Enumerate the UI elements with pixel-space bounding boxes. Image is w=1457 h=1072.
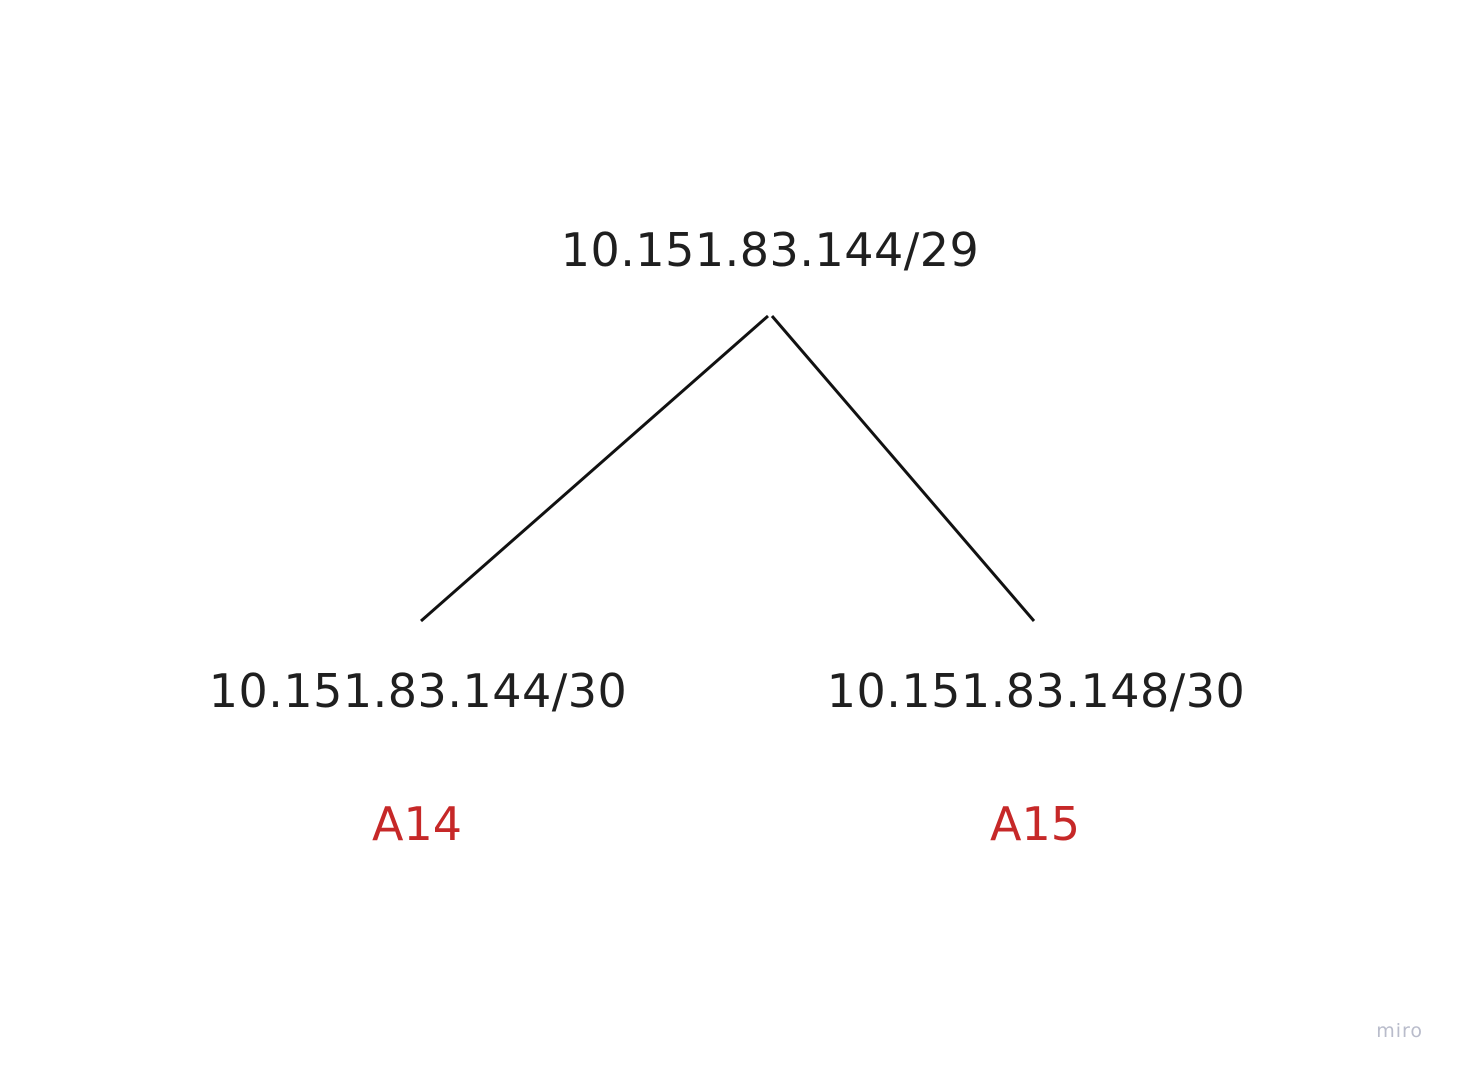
right-subnet-label[interactable]: 10.151.83.148/30 (826, 664, 1246, 718)
miro-watermark: miro (1376, 1020, 1423, 1042)
edge-root-left (420, 314, 769, 623)
right-subnet-tag[interactable]: A15 (989, 797, 1081, 851)
root-subnet-label[interactable]: 10.151.83.144/29 (560, 223, 980, 277)
edge-root-right (770, 315, 1036, 622)
left-subnet-label[interactable]: 10.151.83.144/30 (208, 664, 628, 718)
left-subnet-tag[interactable]: A14 (371, 797, 463, 851)
